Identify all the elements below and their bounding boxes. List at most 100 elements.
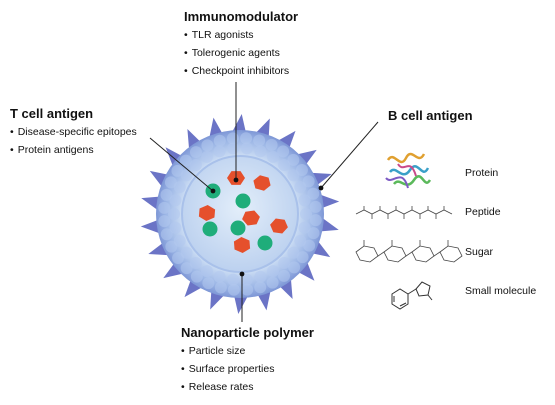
orange-hexagon [242, 210, 260, 226]
shell-bump [254, 145, 267, 158]
shell-bump [169, 194, 182, 207]
list-item: Tolerogenic agents [184, 44, 289, 62]
shell-bump [160, 228, 173, 241]
shell-bump [294, 234, 307, 247]
shell-bump [213, 134, 226, 147]
shell-bump [213, 270, 226, 283]
shell-bump [278, 257, 291, 270]
shell-bump [165, 240, 178, 253]
shell-bump [267, 265, 279, 278]
green-sphere [202, 221, 218, 237]
orange-hexagon [270, 218, 288, 234]
shell-bump [309, 214, 322, 227]
shell-bump [227, 283, 240, 296]
shell-bump [189, 158, 202, 171]
orange-hexagon [233, 237, 251, 253]
shell-bump [189, 146, 202, 159]
b-cell-type-sugar: Sugar [465, 246, 494, 258]
shell-bump [303, 239, 316, 252]
protein-structure-icon [385, 152, 432, 189]
t-cell-leader-dot [210, 188, 216, 194]
b-cell-leader-line [320, 121, 379, 189]
shell-bump [158, 201, 171, 214]
shell-bump [201, 150, 213, 163]
list-item: Particle size [181, 342, 274, 360]
orange-hexagon [253, 175, 271, 191]
shell-bump [240, 142, 253, 155]
shell-bump [227, 273, 240, 286]
shell-bump [307, 187, 320, 200]
immunomodulator-title: Immunomodulator [184, 9, 299, 24]
shell-bump [189, 257, 202, 270]
shell-bump [295, 163, 308, 176]
immunomodulator-list: TLR agonists Tolerogenic agents Checkpoi… [184, 26, 289, 80]
shell-bump [253, 134, 266, 147]
shell-bump [254, 270, 267, 283]
shell-bump [266, 276, 279, 289]
green-sphere [230, 220, 246, 236]
t-cell-leader-line [149, 137, 214, 192]
list-item: TLR agonists [184, 26, 289, 44]
shell-bump [160, 188, 173, 201]
shell-bump [158, 215, 171, 228]
shell-bump [240, 273, 253, 286]
list-item: Surface properties [181, 360, 275, 378]
small-molecule-structure-icon [391, 281, 433, 310]
nanoparticle-polymer-title: Nanoparticle polymer [181, 325, 314, 340]
shell-bump [173, 234, 186, 247]
sugar-structure-icon [355, 240, 463, 263]
shell-bump [180, 262, 193, 275]
shell-bump [173, 181, 186, 194]
shell-bump [278, 269, 291, 282]
b-cell-type-small-molecule: Small molecule [465, 285, 537, 297]
shell-bump [298, 221, 311, 234]
green-sphere [257, 235, 273, 251]
shell-bump [180, 169, 193, 182]
surface-spike [294, 256, 315, 281]
shell-bump [302, 175, 315, 188]
list-item: Checkpoint inhibitors [184, 62, 289, 80]
shell-bump [287, 246, 300, 259]
shell-bump [287, 153, 300, 166]
list-item: Release rates [181, 378, 274, 396]
shell-bump [265, 138, 278, 151]
surface-spike [184, 275, 207, 298]
polymer-leader-dot [239, 271, 245, 277]
shell-bump [179, 154, 192, 167]
shell-bump [307, 227, 320, 240]
shell-bump [213, 145, 226, 158]
shell-bump [300, 208, 312, 220]
shell-texture [158, 132, 322, 296]
shell-bump [226, 132, 239, 145]
t-cell-antigen-list: Disease-specific epitopes Protein antige… [10, 123, 137, 159]
shell-bump [298, 194, 311, 207]
shell-bump [201, 265, 213, 278]
shell-bump [241, 283, 254, 296]
shell-bump [240, 132, 253, 145]
shell-bump [169, 221, 182, 234]
b-cell-type-protein: Protein [465, 167, 499, 179]
surface-spike [273, 130, 296, 153]
immunomodulator-leader-dot [233, 177, 239, 183]
shell-bump [190, 270, 203, 283]
orange-hexagon [198, 205, 216, 221]
shell-bump [294, 181, 307, 194]
shell-bump [288, 261, 301, 274]
shell-bump [172, 252, 185, 265]
shell-bump [309, 200, 322, 213]
shell-bump [277, 145, 290, 158]
shell-bump [278, 158, 291, 171]
list-item: Disease-specific epitopes [10, 123, 137, 141]
nanoparticle-polymer-list: Particle size Surface properties Release… [181, 342, 275, 396]
shell-bump [296, 251, 309, 264]
b-cell-antigen-title: B cell antigen [388, 108, 473, 123]
b-cell-leader-dot [318, 185, 324, 191]
shell-bump [171, 164, 184, 177]
shell-bump [202, 277, 215, 290]
t-cell-antigen-title: T cell antigen [10, 106, 94, 121]
green-sphere [235, 193, 251, 209]
list-item: Protein antigens [10, 141, 137, 159]
shell-bump [201, 139, 214, 152]
shell-bump [267, 150, 279, 163]
